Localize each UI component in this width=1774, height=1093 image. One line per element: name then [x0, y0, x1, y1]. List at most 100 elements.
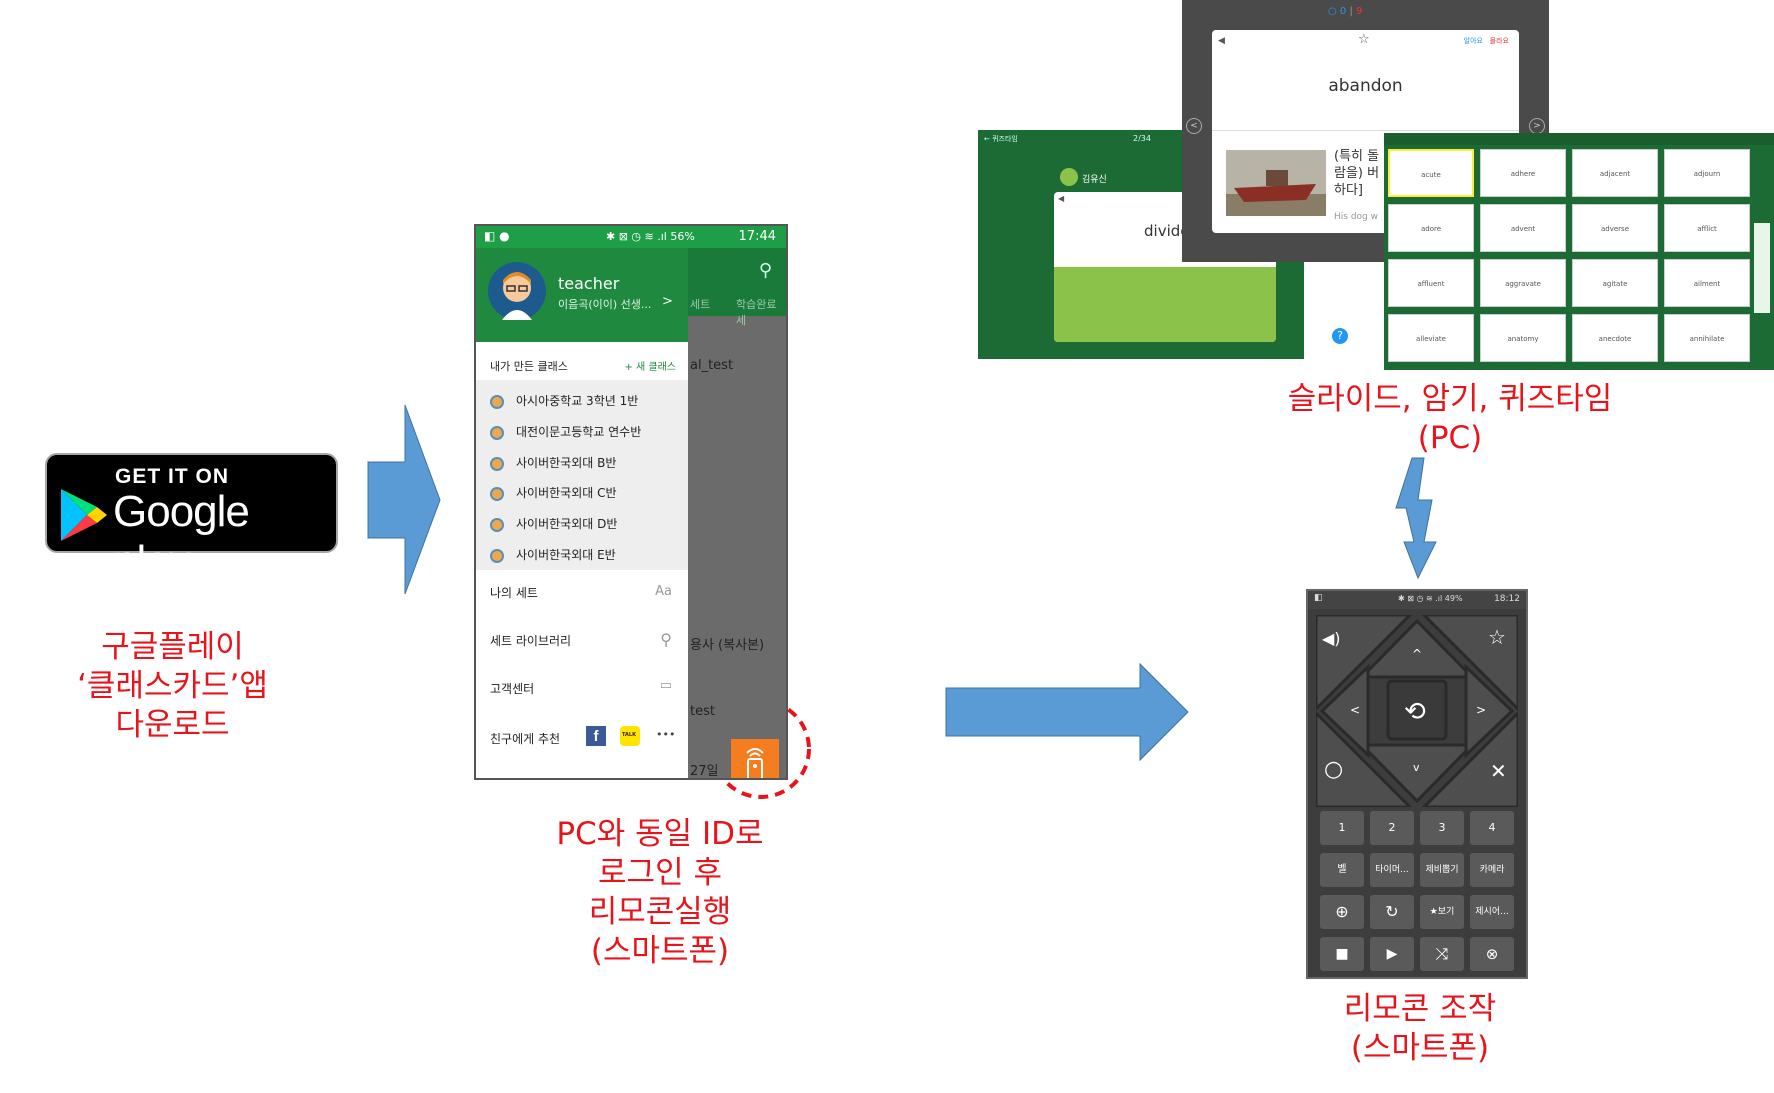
list-item[interactable]: 사이버한국외대 C반 — [490, 484, 617, 501]
camera-button[interactable]: 카메라 — [1470, 853, 1514, 887]
corner-tl[interactable] — [1316, 615, 1413, 712]
help-icon[interactable]: ? — [1332, 328, 1348, 344]
bell-button[interactable]: 벨 — [1320, 853, 1364, 887]
dpad-center[interactable] — [1386, 679, 1448, 741]
word-card[interactable]: agitate — [1572, 259, 1658, 307]
number-button[interactable]: 1 — [1320, 811, 1364, 845]
rotate-icon[interactable]: ↻ — [1370, 895, 1414, 929]
star-icon[interactable]: ☆ — [1358, 32, 1370, 47]
card-divider — [1212, 130, 1519, 131]
word-card[interactable]: afflict — [1664, 204, 1750, 252]
user-avatar — [1060, 168, 1078, 186]
speaker-icon[interactable]: ◀ — [1218, 36, 1225, 46]
search-icon: ⚲ — [660, 630, 672, 649]
menu-my-sets[interactable]: 나의 세트 Aa — [476, 584, 688, 624]
menu-customer-center[interactable]: 고객센터 ▭ — [476, 678, 688, 720]
list-item[interactable]: 대전이문고등학교 연수반 — [490, 423, 641, 440]
section-title: 내가 만든 클래스 — [490, 360, 568, 373]
know-button[interactable]: 알아요 — [1463, 37, 1483, 45]
answer-area[interactable] — [1054, 267, 1276, 342]
menu-set-library[interactable]: 세트 라이브러리 ⚲ — [476, 630, 688, 672]
kakao-label: TALK — [622, 732, 636, 738]
bg-set-name: 27일 — [690, 764, 719, 779]
timer-button[interactable]: 타이머... — [1370, 853, 1414, 887]
word-card[interactable]: annihilate — [1664, 314, 1750, 362]
corner-tr[interactable] — [1421, 615, 1518, 712]
word-card[interactable]: adore — [1388, 204, 1474, 252]
word-card[interactable]: alleviate — [1388, 314, 1474, 362]
lottery-button[interactable]: 제비뽑기 — [1420, 853, 1464, 887]
new-class-link[interactable]: + 새 클래스 — [624, 362, 676, 373]
drawer-header[interactable]: teacher 이음곡(이이) 선생... > — [476, 248, 688, 342]
google-play-badge[interactable]: GET IT ON Google play — [45, 453, 338, 586]
status-time: 18:12 — [1494, 594, 1520, 604]
next-card-icon[interactable]: > — [1529, 118, 1545, 134]
word-card[interactable]: adjacent — [1572, 149, 1658, 197]
dpad-right[interactable] — [1464, 663, 1515, 759]
dpad-left[interactable] — [1319, 663, 1370, 759]
stop-icon[interactable]: ■ — [1320, 937, 1364, 971]
class-name: 아시아중학교 3학년 1반 — [516, 394, 639, 408]
list-item[interactable]: 사이버한국외대 D반 — [490, 515, 617, 532]
score: ○ 0 | 9 — [1328, 6, 1362, 17]
list-item[interactable]: 아시아중학교 3학년 1반 — [490, 392, 638, 409]
caption-line: 구글플레이 — [101, 629, 244, 665]
word-card[interactable]: advent — [1480, 204, 1566, 252]
remote-launch-button[interactable] — [731, 739, 779, 778]
lightning-arrow — [1395, 457, 1437, 580]
caption-line: 리모콘실행 — [588, 894, 732, 930]
list-item[interactable]: 사이버한국외대 B반 — [490, 454, 616, 471]
number-button[interactable]: 2 — [1370, 811, 1414, 845]
class-avatar-icon — [490, 548, 504, 563]
word-card[interactable]: adhere — [1480, 149, 1566, 197]
close-circle-icon[interactable]: ⊗ — [1470, 937, 1514, 971]
prev-card-icon[interactable]: < — [1186, 118, 1202, 134]
meaning-line: 람을) 버 — [1334, 166, 1380, 181]
list-item[interactable]: 사이버한국외대 E반 — [490, 546, 616, 563]
class-name: 사이버한국외대 C반 — [516, 486, 617, 500]
left-icon: < — [1350, 703, 1361, 717]
step1-caption: 구글플레이 ‘클래스카드’앱 다운로드 — [40, 628, 305, 745]
play-icon[interactable]: ▶ — [1370, 937, 1414, 971]
more-icon[interactable]: ••• — [656, 728, 676, 741]
word-card[interactable]: anatomy — [1480, 314, 1566, 362]
corner-br[interactable] — [1421, 710, 1518, 807]
status-time: 17:44 — [738, 229, 776, 244]
word-card[interactable]: ailment — [1664, 259, 1750, 307]
word-card[interactable]: aggravate — [1480, 259, 1566, 307]
number-button[interactable]: 4 — [1470, 811, 1514, 845]
kakaotalk-icon[interactable]: TALK — [620, 726, 640, 746]
facebook-icon[interactable]: f — [586, 726, 606, 746]
step2-caption: PC와 동일 ID로 로그인 후 리모콘실행 (스마트폰) — [480, 815, 840, 971]
cross-icon: ✕ — [1490, 759, 1507, 783]
shuffle-icon[interactable]: ⤨ — [1420, 937, 1464, 971]
class-list: 아시아중학교 3학년 1반 대전이문고등학교 연수반 사이버한국외대 B반 사이… — [476, 380, 688, 570]
word-card[interactable]: anecdote — [1572, 314, 1658, 362]
word-card[interactable]: acute — [1388, 149, 1474, 197]
quiz-progress: 2/34 — [1133, 134, 1151, 143]
word-card[interactable]: affluent — [1388, 259, 1474, 307]
word-card[interactable]: adjourn — [1664, 149, 1750, 197]
quiz-word: divide — [1144, 222, 1190, 240]
number-button[interactable]: 3 — [1420, 811, 1464, 845]
search-icon[interactable]: ⚲ — [758, 260, 772, 281]
corner-bl[interactable] — [1316, 710, 1413, 807]
status-icons: ✱ ⊠ ◷ ≋ .ıl 56% — [606, 230, 695, 243]
menu-recommend[interactable]: 친구에게 추천 f TALK ••• — [476, 726, 688, 766]
dpad-down[interactable] — [1358, 743, 1476, 804]
side-panel — [1754, 223, 1770, 313]
bg-set-name: al_test — [690, 358, 734, 373]
dpad-up[interactable] — [1358, 618, 1476, 679]
remote-control-screen: ◧ ✱ ⊠ ◷ ≋ .ıl 49% 18:12 ◀) ☆ ○ ✕ ^ v < >… — [1306, 589, 1528, 979]
user-school: 이음곡(이이) 선생... — [558, 298, 652, 311]
wrong-count: 9 — [1356, 6, 1363, 17]
zoom-icon[interactable]: ⊕ — [1320, 895, 1364, 929]
dont-know-button[interactable]: 몰라요 — [1489, 37, 1509, 45]
star-view-button[interactable]: ★보기 — [1420, 895, 1464, 929]
keyword-button[interactable]: 제시어... — [1470, 895, 1514, 929]
correct-count: 0 — [1339, 6, 1347, 17]
status-icons: ✱ ⊠ ◷ ≋ .ıl 49% — [1398, 594, 1463, 603]
word-card[interactable]: adverse — [1572, 204, 1658, 252]
pc-caption: 슬라이드, 암기, 퀴즈타임 (PC) — [1240, 380, 1660, 458]
up-icon: ^ — [1412, 647, 1423, 661]
